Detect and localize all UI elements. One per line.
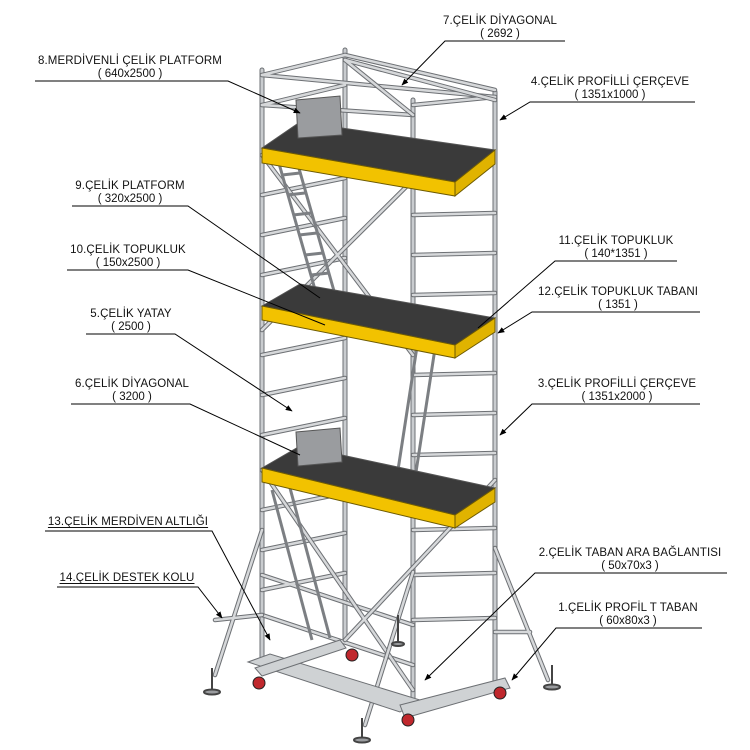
callout-title: 5.ÇELİK YATAY	[90, 308, 172, 320]
callout-title: 7.ÇELİK DİYAGONAL	[443, 15, 557, 27]
callout-title: 14.ÇELİK DESTEK KOLU	[59, 572, 195, 584]
callout-5-celik-yatay: 5.ÇELİK YATAY ( 2500 )	[76, 308, 186, 334]
callout-8-merdivenli-celik-platform: 8.MERDİVENLİ ÇELİK PLATFORM ( 640x2500 )	[20, 55, 240, 81]
callout-dimension: ( 60x80x3 )	[599, 615, 657, 627]
callout-dimension: ( 1351x2000 )	[581, 391, 653, 403]
callout-dimension: ( 640x2500 )	[97, 68, 163, 80]
callout-9-celik-platform: 9.ÇELİK PLATFORM ( 320x2500 )	[62, 180, 198, 206]
callout-11-celik-topukluk: 11.ÇELİK TOPUKLUK ( 140*1351 )	[548, 235, 684, 261]
callout-title: 8.MERDİVENLİ ÇELİK PLATFORM	[38, 55, 222, 67]
callout-dimension: ( 1351x1000 )	[574, 89, 646, 101]
callout-title: 12.ÇELİK TOPUKLUK TABANI	[537, 286, 699, 298]
platform-bottom	[260, 427, 497, 529]
castor-wheels	[252, 648, 507, 727]
base-beams	[246, 639, 511, 719]
callout-2-celik-taban-ara-baglantisi: 2.ÇELİK TABAN ARA BAĞLANTISI ( 50x70x3 )	[530, 547, 730, 573]
callout-title: 10.ÇELİK TOPUKLUK	[70, 244, 186, 256]
callout-title: 13.ÇELİK MERDİVEN ALTLIĞI	[47, 516, 209, 528]
callout-dimension: ( 140*1351 )	[584, 248, 648, 260]
callout-7-celik-diyagonal: 7.ÇELİK DİYAGONAL ( 2692 )	[430, 15, 570, 41]
callout-title: 3.ÇELİK PROFİLLİ ÇERÇEVE	[537, 378, 697, 390]
callout-title: 11.ÇELİK TOPUKLUK	[558, 235, 674, 247]
internal-ladder	[270, 157, 438, 641]
callout-10-celik-topukluk: 10.ÇELİK TOPUKLUK ( 150x2500 )	[58, 244, 198, 270]
callout-6-celik-diyagonal: 6.ÇELİK DİYAGONAL ( 3200 )	[62, 378, 202, 404]
callout-dimension: ( 2500 )	[111, 321, 151, 333]
outrigger-feet	[203, 615, 561, 744]
callout-4-celik-profilli-cerceve: 4.ÇELİK PROFİLLİ ÇERÇEVE ( 1351x1000 )	[520, 76, 700, 102]
callout-dimension: ( 1351 )	[598, 299, 638, 311]
callout-title: 2.ÇELİK TABAN ARA BAĞLANTISI	[538, 547, 722, 559]
callout-dimension: ( 320x2500 )	[97, 193, 163, 205]
callout-3-celik-profilli-cerceve: 3.ÇELİK PROFİLLİ ÇERÇEVE ( 1351x2000 )	[527, 378, 707, 404]
callout-title: 1.ÇELİK PROFİL T TABAN	[558, 602, 698, 614]
callout-title: 9.ÇELİK PLATFORM	[75, 180, 185, 192]
leader-lines	[35, 40, 727, 681]
callout-dimension: ( 2692 )	[480, 28, 520, 40]
platform-top	[260, 95, 497, 198]
callout-title: 4.ÇELİK PROFİLLİ ÇERÇEVE	[530, 76, 690, 88]
callout-dimension: ( 50x70x3 )	[601, 560, 659, 572]
callout-dimension: ( 150x2500 )	[95, 257, 161, 269]
callout-14-celik-destek-kolu: 14.ÇELİK DESTEK KOLU	[52, 572, 202, 585]
callout-dimension: ( 3200 )	[112, 391, 152, 403]
callout-13-celik-merdiven-altligi: 13.ÇELİK MERDİVEN ALTLIĞI	[40, 516, 216, 529]
callout-12-celik-topukluk-tabani: 12.ÇELİK TOPUKLUK TABANI ( 1351 )	[528, 286, 708, 312]
callout-1-celik-profil-t-taban: 1.ÇELİK PROFİL T TABAN ( 60x80x3 )	[548, 602, 708, 628]
callout-title: 6.ÇELİK DİYAGONAL	[75, 378, 189, 390]
